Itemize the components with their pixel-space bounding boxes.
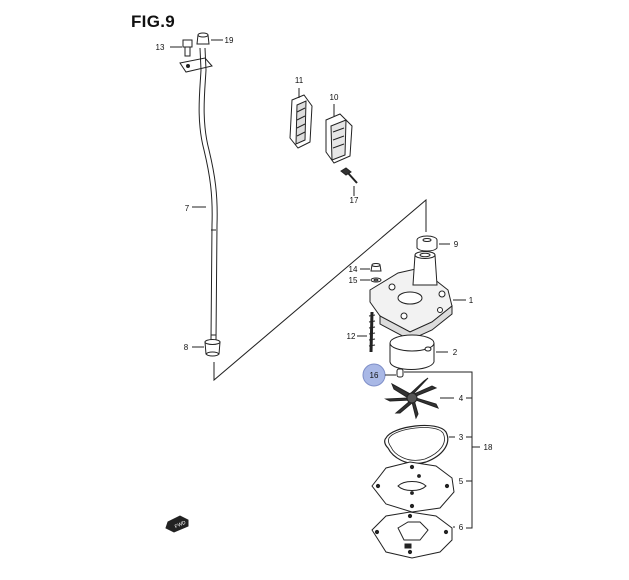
callout-5[interactable]: 5 — [459, 477, 464, 486]
callout-3[interactable]: 3 — [459, 433, 464, 442]
bushing-9 — [416, 235, 438, 252]
callout-13[interactable]: 13 — [156, 43, 165, 52]
callout-17[interactable]: 17 — [350, 196, 359, 205]
fwd-label: FWD — [174, 520, 187, 530]
callout-11[interactable]: 11 — [295, 76, 304, 85]
callout-9[interactable]: 9 — [454, 240, 459, 249]
callout-16[interactable]: 16 — [370, 371, 379, 380]
gasket-plate-6 — [371, 511, 453, 559]
callout-7[interactable]: 7 — [185, 204, 190, 213]
fwd-orientation-badge: FWD — [165, 515, 189, 533]
callout-1[interactable]: 1 — [469, 296, 474, 305]
pump-case-1 — [369, 251, 453, 341]
callout-12[interactable]: 12 — [347, 332, 356, 341]
callout-18[interactable]: 18 — [484, 443, 493, 452]
callout-6[interactable]: 6 — [459, 523, 464, 532]
plate-5 — [371, 461, 455, 513]
stud-12 — [368, 311, 376, 353]
bolt-13 — [182, 39, 193, 57]
gasket-3 — [384, 424, 449, 465]
screw-17 — [340, 167, 358, 184]
callout-4[interactable]: 4 — [459, 394, 464, 403]
impeller-4 — [384, 377, 440, 420]
insert-2 — [389, 334, 435, 370]
holder-11 — [289, 94, 313, 149]
kit-bracket-18 — [404, 371, 473, 529]
callout-15[interactable]: 15 — [349, 276, 358, 285]
callout-19[interactable]: 19 — [225, 36, 234, 45]
figure-title: FIG.9 — [131, 12, 176, 31]
holder-10 — [325, 113, 353, 164]
callout-2[interactable]: 2 — [453, 348, 458, 357]
cap-19 — [196, 32, 210, 45]
nut-14 — [370, 263, 382, 272]
callout-10[interactable]: 10 — [330, 93, 339, 102]
key-16 — [396, 368, 404, 378]
callout-8[interactable]: 8 — [184, 343, 189, 352]
grommet-8 — [204, 339, 221, 357]
callout-14[interactable]: 14 — [349, 265, 358, 274]
assembly-line — [213, 198, 427, 382]
washer-15 — [370, 277, 382, 283]
water-tube-7 — [179, 47, 218, 341]
